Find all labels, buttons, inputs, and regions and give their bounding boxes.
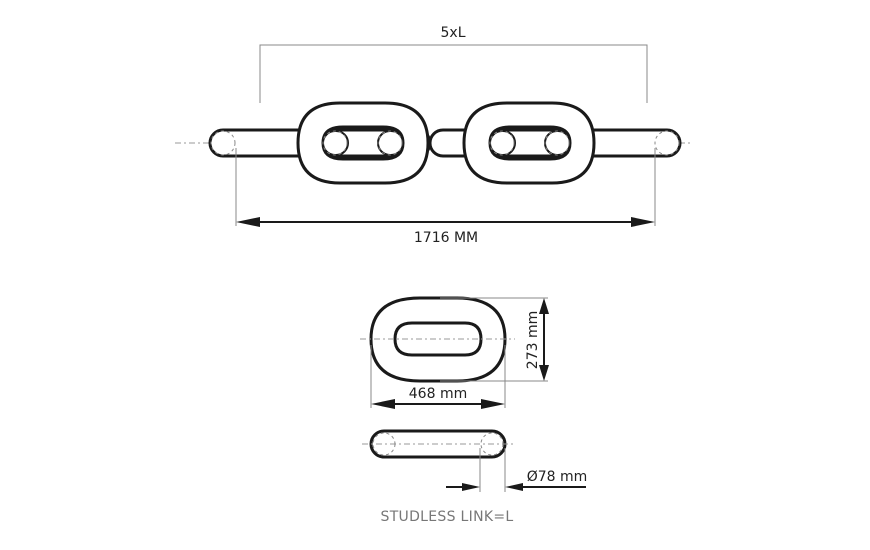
caption: STUDLESS LINK=L [381, 509, 514, 525]
chain-assembly: 5xL 1716 MM [175, 25, 692, 246]
single-link-side: Ø78 mm [362, 429, 588, 492]
diameter-label: Ø78 mm [527, 469, 588, 485]
single-link-front: 273 mm 468 mm [360, 296, 549, 409]
length-label: 1716 MM [414, 230, 478, 246]
width-label: 468 mm [409, 386, 467, 402]
pitch-label: 5xL [441, 25, 466, 41]
height-label: 273 mm [525, 311, 541, 369]
pitch-bracket [259, 44, 648, 103]
